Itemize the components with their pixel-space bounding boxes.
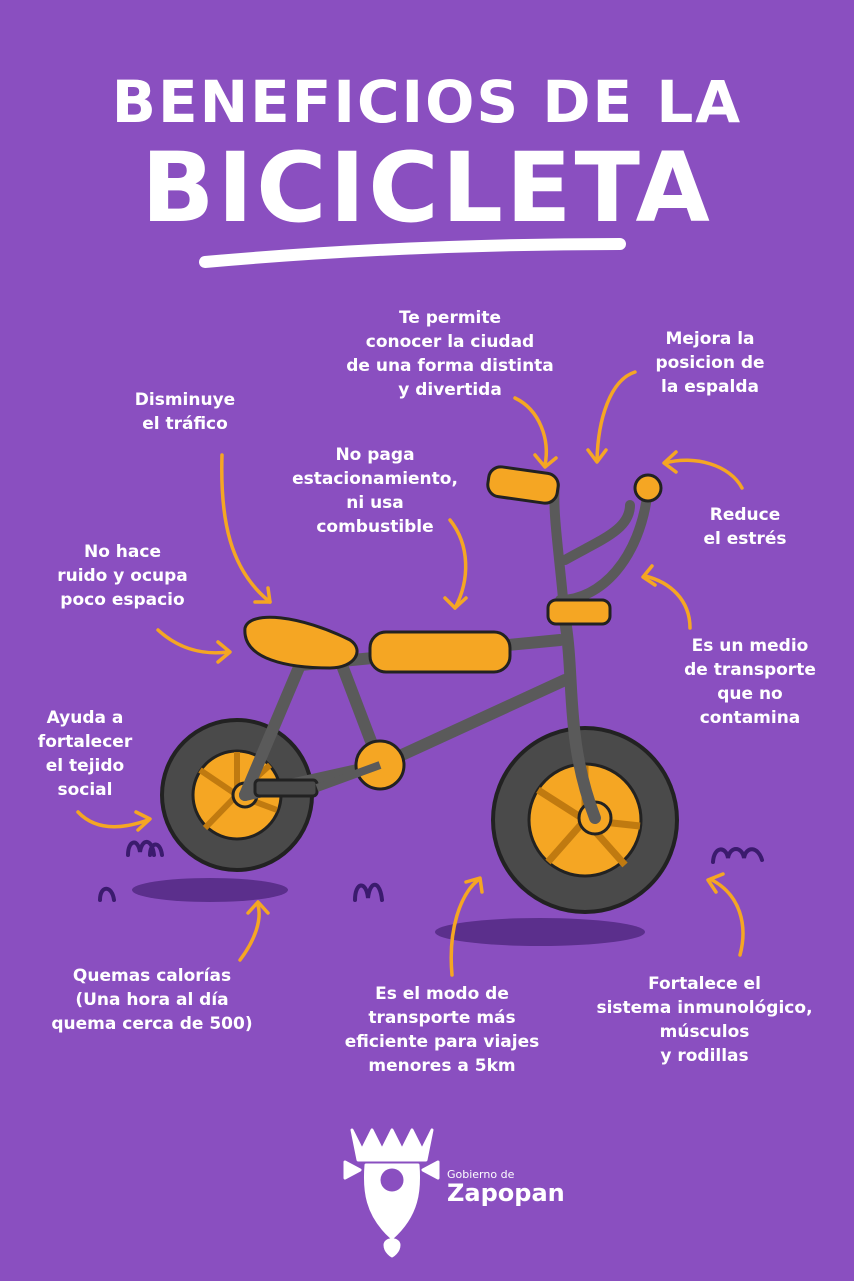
benefit-calorias: Quemas calorías (Una hora al día quema c… [51, 966, 253, 1034]
benefit-ciudad: Te permite conocer la ciudad de una form… [346, 308, 554, 400]
rear-wheel-shadow [132, 878, 288, 902]
top-tube-pad [368, 630, 512, 674]
seat [243, 615, 359, 670]
benefit-contamina: Es un medio de transporte que no contami… [684, 636, 816, 728]
right-grip [633, 473, 663, 503]
logo-big-text: Zapopan [447, 1179, 565, 1207]
page-title-line2: BICICLETA [141, 132, 713, 244]
logo-small-text: Gobierno de [447, 1168, 515, 1181]
benefit-inmunologico: Fortalece el sistema inmunológico, múscu… [596, 974, 813, 1066]
grass-doodle [98, 839, 764, 902]
arrow-icon [76, 370, 745, 977]
benefit-trafico: Disminuye el tráfico [134, 390, 236, 434]
benefit-eficiente: Es el modo de transporte más eficiente p… [344, 984, 540, 1076]
pedal [253, 778, 319, 798]
benefit-tejido: Ayuda a fortalecer el tejido social [37, 708, 133, 800]
front-wheel-shadow [435, 918, 645, 946]
page-title-line1: BENEFICIOS DE LA [111, 68, 743, 136]
left-grip [486, 465, 560, 505]
benefit-espalda: Mejora la posicion de la espalda [655, 329, 765, 397]
front-wheel [491, 726, 679, 914]
zapopan-coat-of-arms-icon [343, 1128, 440, 1258]
title-underline [199, 238, 626, 268]
stem-clamp [546, 598, 612, 626]
benefit-ruido: No hace ruido y ocupa poco espacio [57, 542, 188, 610]
benefit-estacionamiento: No paga estacionamiento, ni usa combusti… [292, 445, 458, 537]
benefit-estres: Reduce el estrés [703, 505, 787, 549]
logo-wordmark: Gobierno de Zapopan [447, 1168, 565, 1207]
